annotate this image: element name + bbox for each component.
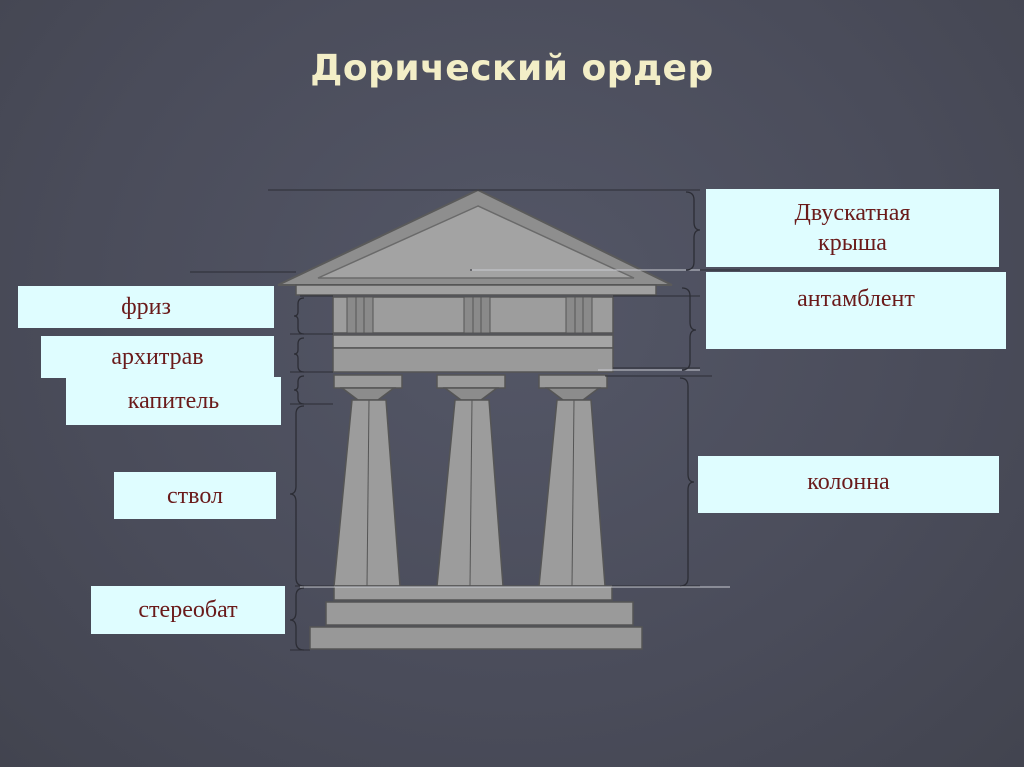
frieze — [332, 296, 614, 334]
column-2 — [436, 374, 506, 587]
architrave — [332, 334, 614, 373]
label-roof-line2: крыша — [818, 230, 887, 256]
stylobate — [309, 585, 643, 650]
label-architrave: архитрав — [41, 336, 274, 378]
label-entablature: антамблент — [706, 272, 1006, 349]
braces — [289, 191, 701, 651]
label-capital: капитель — [66, 377, 281, 425]
label-roof: Двускатная крыша — [706, 189, 999, 267]
column-3 — [538, 374, 608, 587]
label-column: колонна — [698, 456, 999, 513]
column-1 — [333, 374, 403, 587]
label-stylobate: стереобат — [91, 586, 285, 634]
label-roof-line1: Двускатная — [794, 200, 911, 226]
label-frieze: фриз — [18, 286, 274, 328]
slide-title: Дорический ордер — [310, 48, 714, 89]
label-shaft: ствол — [114, 472, 276, 519]
roof — [277, 188, 673, 296]
